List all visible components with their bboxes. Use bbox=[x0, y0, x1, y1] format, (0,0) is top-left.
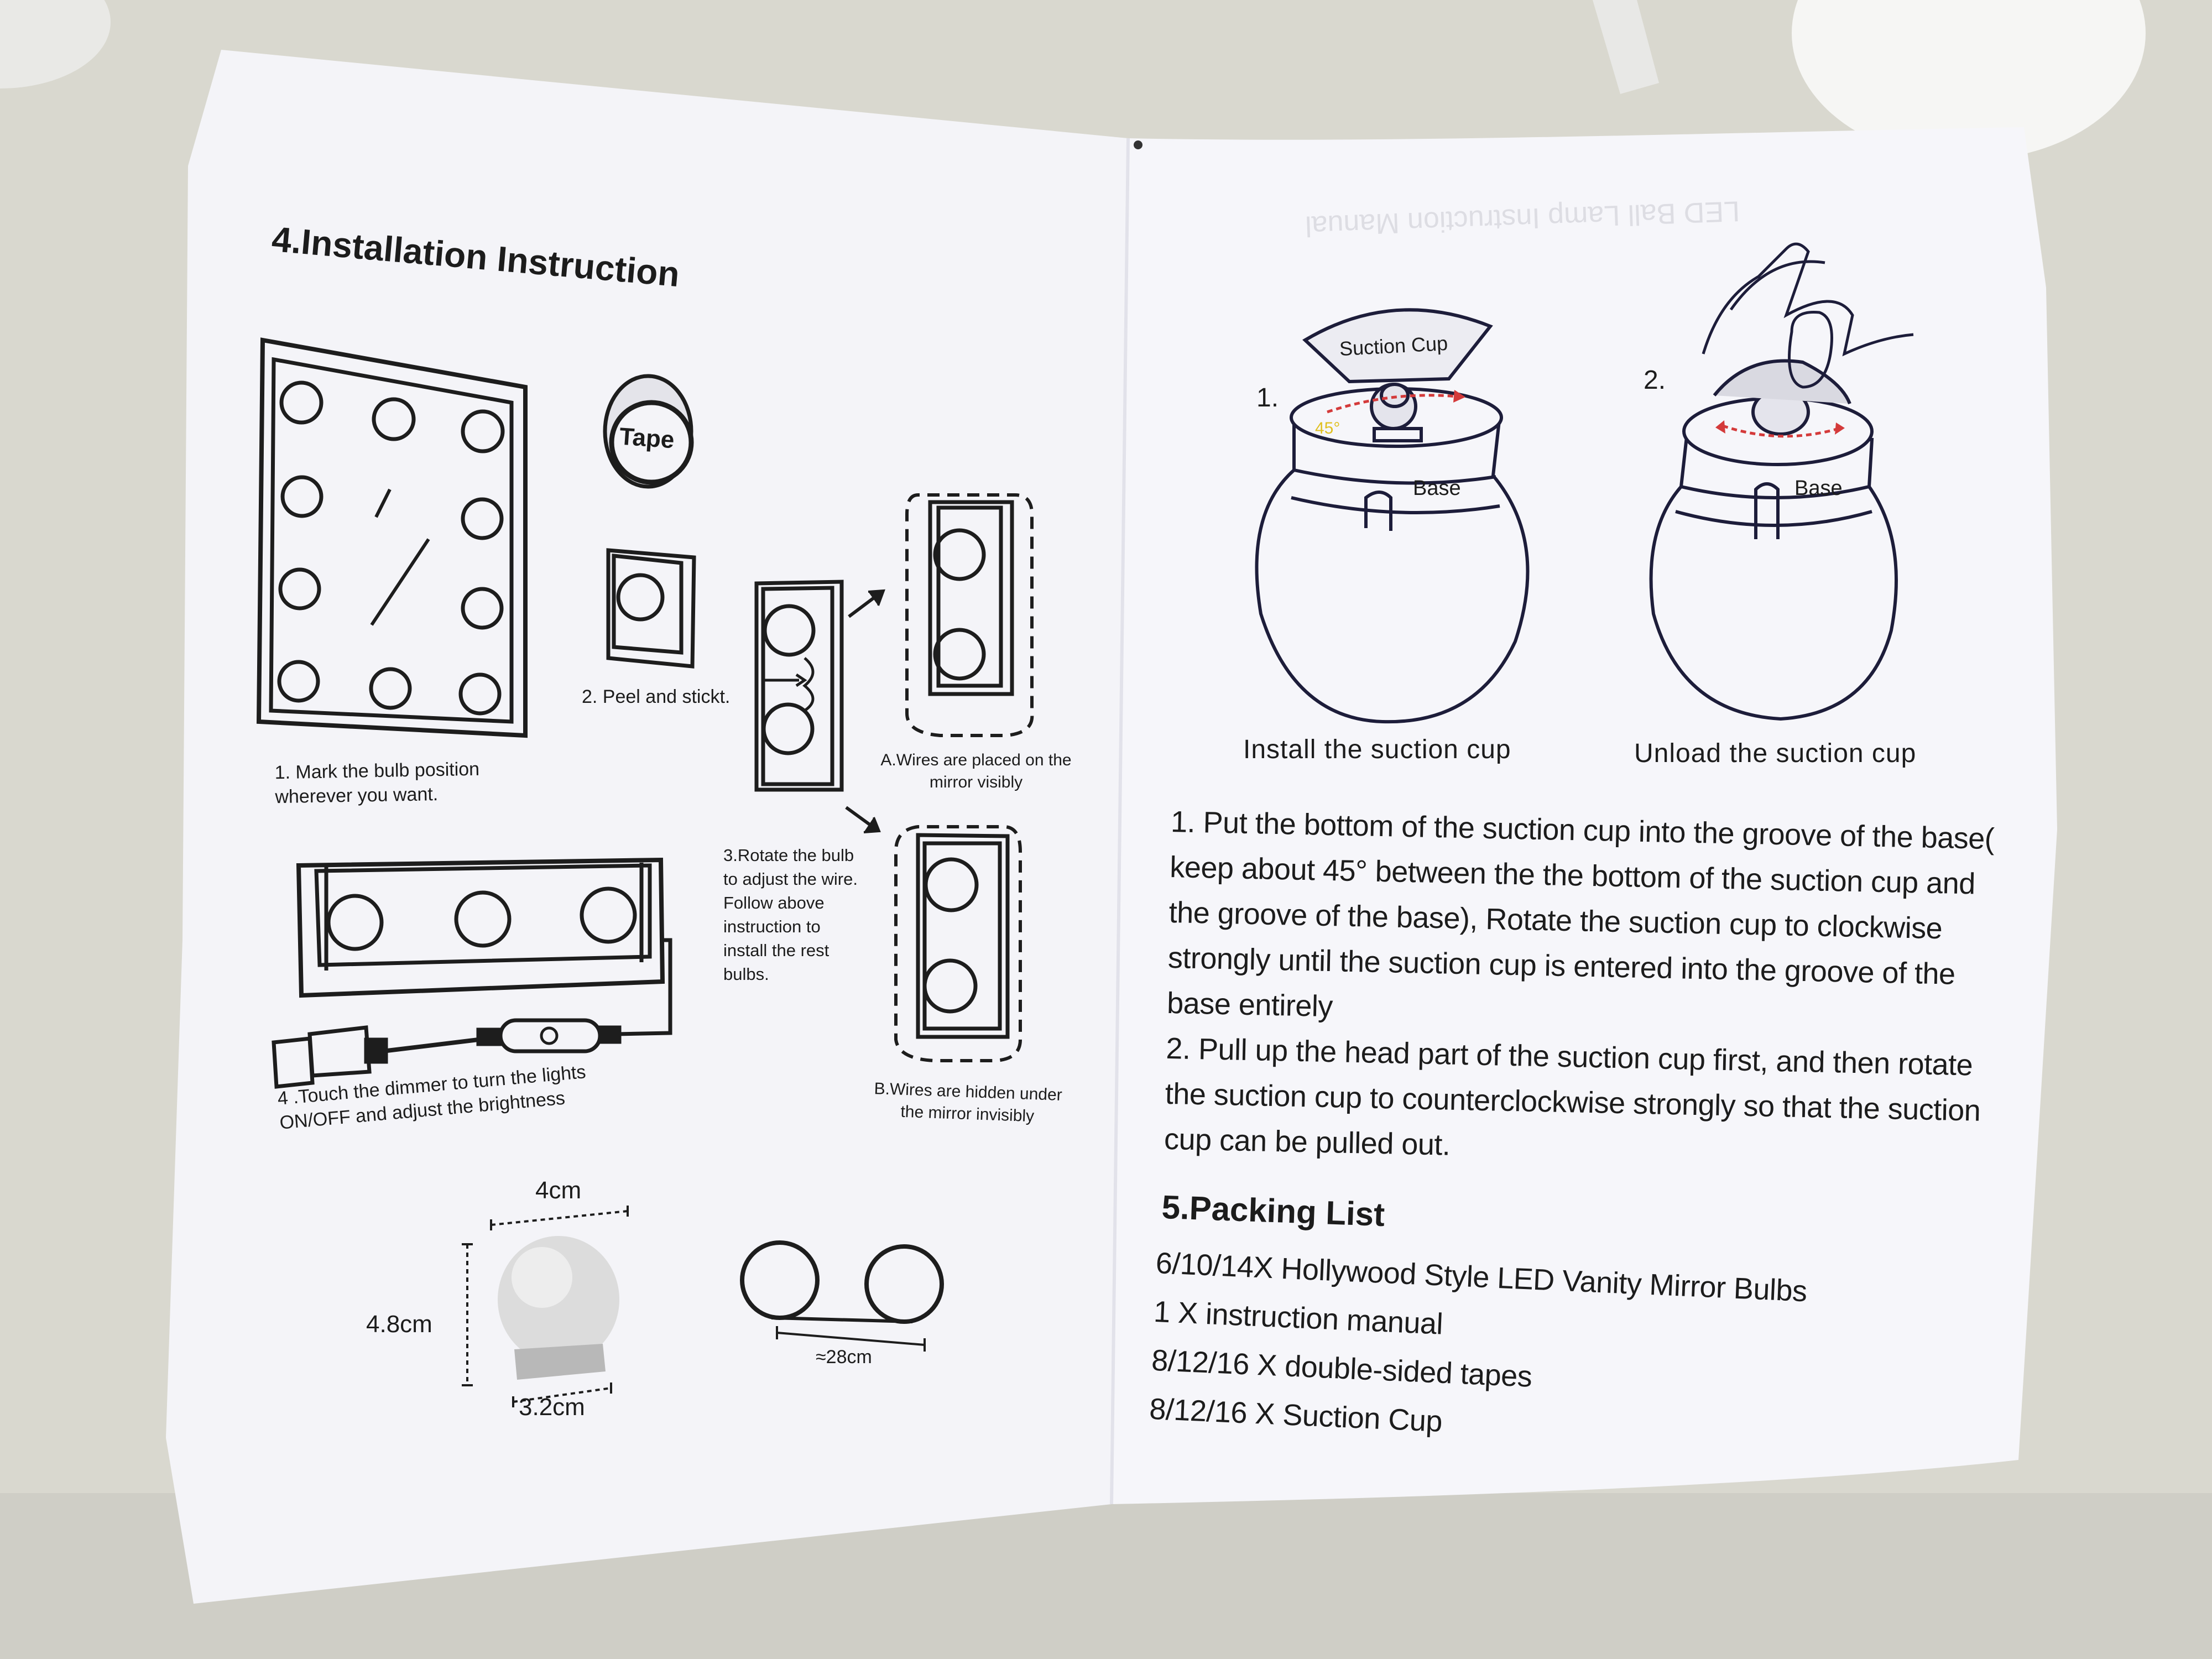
step1-line: wherever you want. bbox=[275, 781, 480, 809]
step3-line: install the rest bbox=[723, 938, 858, 962]
step3-caption: 3.Rotate the bulb to adjust the wire. Fo… bbox=[723, 843, 858, 986]
base-label-fig1: Base bbox=[1413, 477, 1461, 500]
figure1-number: 1. bbox=[1256, 383, 1279, 413]
tape-label: Tape bbox=[618, 423, 675, 455]
packing-list-title: 5.Packing List bbox=[1161, 1188, 1386, 1234]
step3-line: instruction to bbox=[723, 915, 858, 938]
step2-caption: 2. Peel and stickt. bbox=[582, 685, 730, 709]
caption-a-line: mirror visibly bbox=[871, 771, 1081, 794]
step3-line: Follow above bbox=[723, 891, 858, 915]
dimension-spacing: ≈28cm bbox=[816, 1347, 872, 1368]
angle-label: 45° bbox=[1315, 419, 1340, 438]
packing-list: 6/10/14X Hollywood Style LED Vanity Mirr… bbox=[1149, 1239, 1808, 1462]
caption-unload-suction-cup: Unload the suction cup bbox=[1634, 738, 1916, 769]
dimension-height: 4.8cm bbox=[366, 1311, 432, 1338]
step1-line: 1. Mark the bulb position bbox=[274, 757, 479, 785]
step3-line: to adjust the wire. bbox=[723, 867, 858, 891]
dimension-width: 4cm bbox=[535, 1177, 581, 1204]
suction-cup-instructions: 1. Put the bottom of the suction cup int… bbox=[1164, 799, 1995, 1179]
caption-install-suction-cup: Install the suction cup bbox=[1243, 734, 1511, 765]
step3-line: 3.Rotate the bulb bbox=[723, 843, 858, 867]
caption-a-line: A.Wires are placed on the bbox=[871, 749, 1081, 771]
base-label-fig2: Base bbox=[1794, 477, 1843, 500]
bulb-photo bbox=[498, 1236, 619, 1380]
caption-b: B.Wires are hidden under the mirror invi… bbox=[862, 1077, 1074, 1129]
step3-line: bulbs. bbox=[723, 962, 858, 986]
caption-a: A.Wires are placed on the mirror visibly bbox=[871, 749, 1081, 794]
figure2-number: 2. bbox=[1644, 365, 1666, 395]
dimension-base: 3.2cm bbox=[519, 1394, 585, 1421]
step1-caption: 1. Mark the bulb position wherever you w… bbox=[274, 757, 480, 809]
